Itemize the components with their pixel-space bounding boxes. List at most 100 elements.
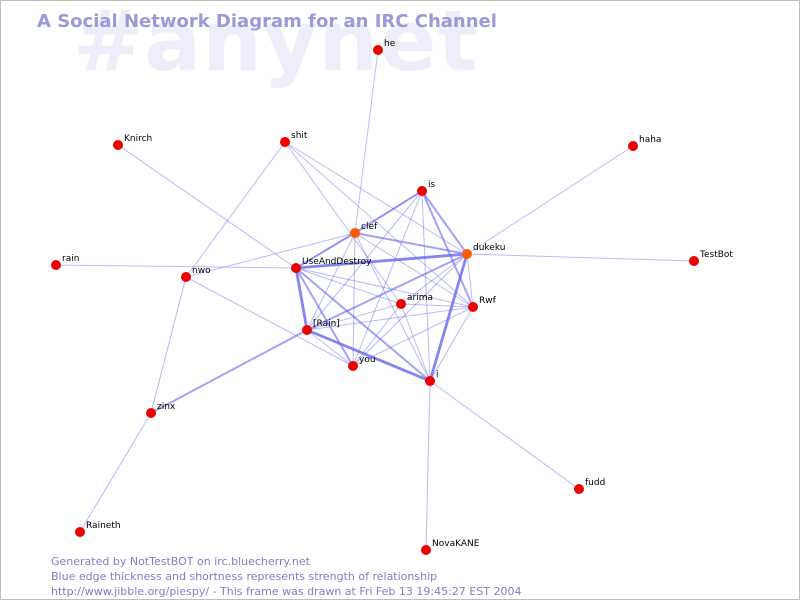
edge-clef-rain: [306, 232, 356, 331]
node-label-he: he: [384, 39, 396, 49]
edge-arima-rwf: [400, 303, 474, 308]
node-label-you: you: [359, 355, 376, 365]
node-rain: rain: [51, 254, 79, 270]
node-dot-he: [373, 45, 383, 55]
node-dot-arima: [396, 299, 406, 309]
node-dot-rwf: [468, 302, 478, 312]
node-dot-is: [417, 186, 427, 196]
edge-haha-dukeku: [466, 145, 634, 255]
node-label-dukeku: dukeku: [473, 243, 505, 253]
edge-rain-i: [306, 328, 431, 383]
node-fudd: fudd: [574, 478, 605, 494]
node-label-i: i: [436, 370, 439, 380]
node-he: he: [373, 39, 396, 55]
node-label-zinx: zinx: [157, 402, 176, 412]
edge-you-rwf: [352, 306, 474, 367]
node-i: i: [425, 370, 439, 386]
edge-dukeku-rwf: [466, 253, 474, 308]
edge-rain-arima: [306, 303, 402, 331]
node-dot-knirch: [113, 140, 123, 150]
edge-knirch-useanddestroy: [117, 144, 297, 269]
edges-layer: [55, 49, 695, 551]
node-novakane: NovaKANE: [421, 539, 480, 555]
node-label-testbot: TestBot: [699, 250, 733, 260]
edge-shit-nwo: [185, 141, 286, 278]
node-dot-zinx: [146, 408, 156, 418]
node-rain: [Rain]: [302, 319, 340, 335]
edge-dukeku-i: [428, 253, 469, 382]
node-label-fudd: fudd: [585, 478, 605, 488]
node-label-shit: shit: [291, 131, 308, 141]
edge-rain-rwf: [306, 306, 474, 331]
edge-he-clef: [354, 49, 379, 234]
edge-useanddestroy-rwf: [295, 267, 474, 308]
node-dot-novakane: [421, 545, 431, 555]
node-dot-raineth: [75, 527, 85, 537]
node-clef: clef: [350, 222, 378, 238]
node-arima: arima: [396, 293, 433, 309]
node-label-clef: clef: [361, 222, 378, 232]
edge-i-arima: [400, 303, 431, 382]
edge-nwo-zinx: [150, 276, 187, 414]
node-label-rain: [Rain]: [313, 319, 340, 329]
edge-you-arima: [352, 303, 402, 367]
edge-is-you: [352, 190, 423, 367]
node-you: you: [348, 355, 376, 371]
node-nwo: nwo: [181, 266, 211, 282]
edge-dukeku-arima: [400, 253, 468, 305]
edge-clef-i: [354, 232, 431, 382]
edge-useanddestroy-you: [295, 267, 354, 367]
node-dot-nwo: [181, 272, 191, 282]
edge-clef-rwf: [354, 232, 474, 308]
edge-zinx-rain: [150, 329, 308, 414]
node-zinx: zinx: [146, 402, 176, 418]
edge-rain-useanddestroy: [55, 264, 297, 269]
edge-is-dukeku: [421, 190, 468, 255]
footer-generated-by: Generated by NotTestBOT on irc.bluecherr…: [51, 555, 310, 568]
footer-legend-note: Blue edge thickness and shortness repres…: [51, 570, 438, 583]
node-label-rain: rain: [62, 254, 79, 264]
edge-nwo-you: [185, 276, 354, 367]
node-rwf: Rwf: [468, 296, 497, 312]
node-dot-rain: [302, 325, 312, 335]
node-shit: shit: [280, 131, 308, 147]
edge-is-rwf: [421, 190, 474, 308]
diagram-title: A Social Network Diagram for an IRC Chan…: [37, 11, 497, 32]
edge-rain-you: [306, 329, 354, 367]
edge-shit-arima: [284, 141, 402, 305]
edge-i-rwf: [429, 306, 474, 382]
node-raineth: Raineth: [75, 521, 121, 537]
node-dot-rain: [51, 260, 61, 270]
node-dot-clef: [350, 228, 360, 238]
node-useanddestroy: UseAndDestroy: [291, 257, 372, 273]
edge-dukeku-rain: [306, 253, 468, 331]
node-is: is: [417, 180, 436, 196]
node-haha: haha: [628, 135, 661, 151]
node-label-rwf: Rwf: [479, 296, 497, 306]
node-dot-haha: [628, 141, 638, 151]
node-label-novakane: NovaKANE: [432, 539, 480, 549]
edge-clef-useanddestroy: [295, 232, 356, 269]
node-label-haha: haha: [639, 135, 661, 145]
node-label-nwo: nwo: [192, 266, 211, 276]
edge-useanddestroy-arima: [295, 267, 402, 305]
node-label-knirch: Knirch: [124, 134, 152, 144]
node-label-raineth: Raineth: [86, 521, 121, 531]
node-dot-i: [425, 376, 435, 386]
node-label-is: is: [428, 180, 436, 190]
edge-is-rain: [306, 190, 423, 331]
footer-url-timestamp: http://www.jibble.org/piespy/ - This fra…: [51, 585, 522, 598]
node-dukeku: dukeku: [462, 243, 505, 259]
edge-useanddestroy-i: [295, 267, 431, 382]
edge-dukeku-you: [352, 253, 468, 367]
node-dot-dukeku: [462, 249, 472, 259]
node-label-arima: arima: [407, 293, 433, 303]
edge-is-clef: [354, 190, 423, 234]
edge-testbot-dukeku: [466, 253, 695, 262]
node-label-useanddestroy: UseAndDestroy: [302, 257, 372, 267]
node-knirch: Knirch: [113, 134, 152, 150]
edge-zinx-raineth: [79, 412, 152, 533]
